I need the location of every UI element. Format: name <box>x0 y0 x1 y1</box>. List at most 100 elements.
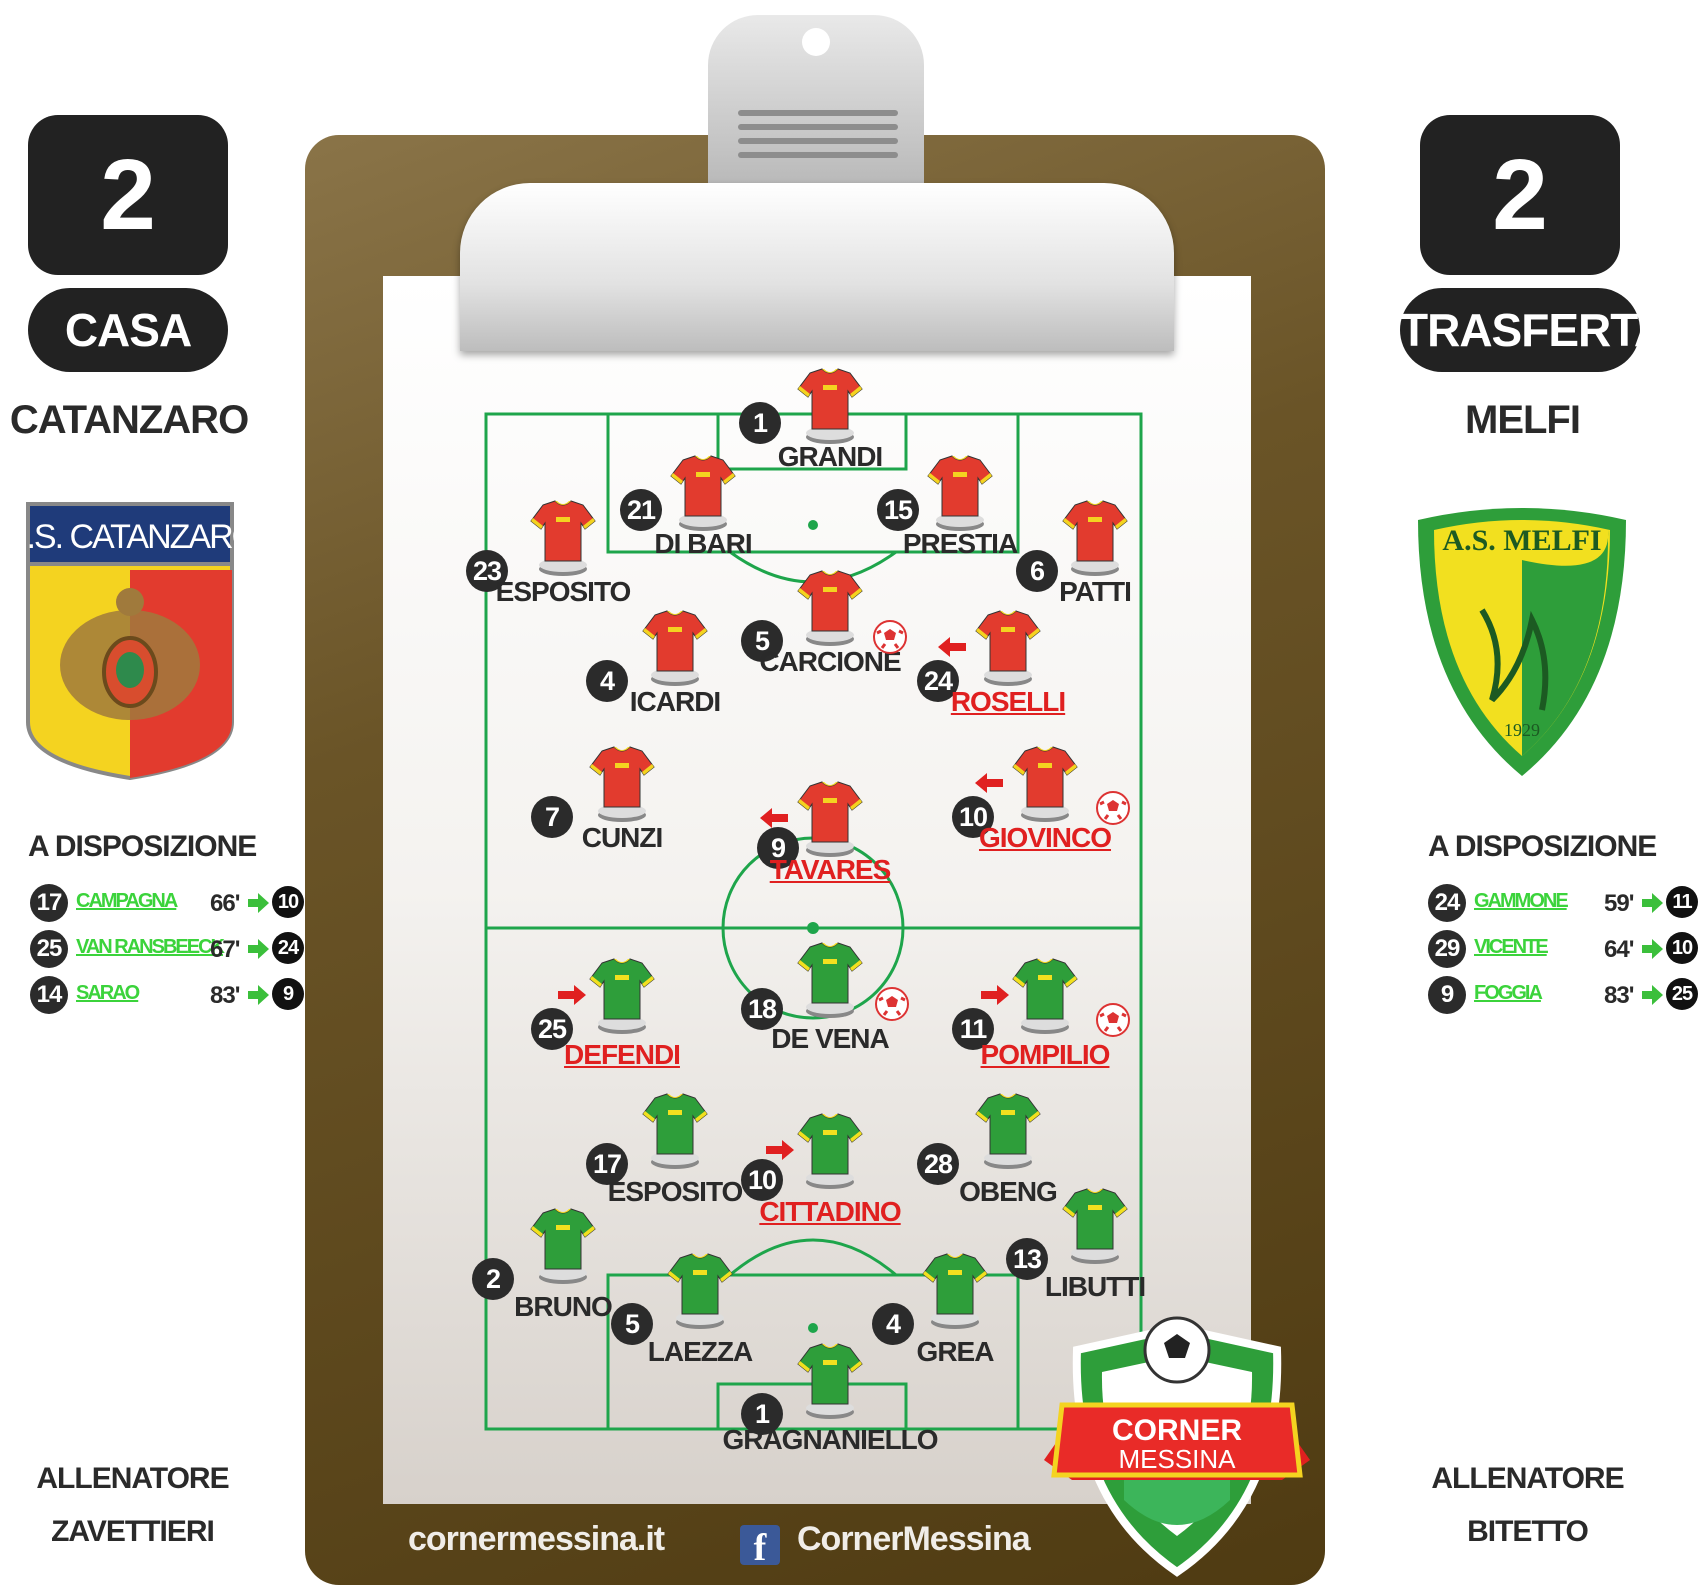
sub-name-link[interactable]: VICENTE <box>1474 936 1549 958</box>
away-subs-title: A DISPOSIZIONE <box>1428 830 1657 863</box>
player-name: CARCIONE <box>759 646 901 677</box>
substitution-arrow-icon <box>758 806 790 830</box>
goal-ball-icon <box>874 986 910 1022</box>
sub-minute: 83' <box>210 982 240 1009</box>
home-team-name: CATANZARO <box>9 398 249 442</box>
player-number: 1 <box>741 1393 783 1435</box>
player-name: GRAGNANIELLO <box>722 1424 938 1455</box>
home-score: 2 <box>28 115 228 275</box>
player-name: ROSELLI <box>950 686 1066 717</box>
home-subs-title: A DISPOSIZIONE <box>28 830 257 863</box>
away-shirt-icon <box>921 1252 989 1330</box>
player-name: LAEZZA <box>647 1336 753 1367</box>
sub-minute: 67' <box>210 936 240 963</box>
player-number: 2 <box>472 1258 514 1300</box>
player-number: 6 <box>1016 550 1058 592</box>
player-name: GREA <box>916 1336 995 1367</box>
sub-number: 24 <box>1428 884 1466 922</box>
player-name: DI BARI <box>654 528 752 559</box>
home-shirt-icon <box>1011 745 1079 823</box>
player-number: 15 <box>877 489 919 531</box>
replaced-player-number: 25 <box>1666 978 1698 1010</box>
home-shirt-icon <box>669 454 737 532</box>
green-arrow-icon <box>246 892 270 914</box>
home-shirt-icon <box>1061 499 1129 577</box>
player-number: 28 <box>917 1143 959 1185</box>
substitution-arrow-icon <box>979 983 1011 1007</box>
goal-ball-icon <box>1095 790 1131 826</box>
player-number: 10 <box>741 1159 783 1201</box>
svg-text:1929: 1929 <box>1504 720 1540 740</box>
footer-facebook[interactable]: CornerMessina <box>797 1520 1031 1558</box>
away-shirt-icon <box>796 941 864 1019</box>
player-name: POMPILIO <box>980 1039 1111 1070</box>
player-name: DEFENDI <box>564 1039 681 1070</box>
footer-website[interactable]: cornermessina.it <box>408 1520 665 1558</box>
home-shirt-icon <box>974 609 1042 687</box>
svg-text:A.S. MELFI: A.S. MELFI <box>1442 524 1601 557</box>
home-shirt-icon <box>796 780 864 858</box>
substitution-arrow-icon <box>556 983 588 1007</box>
sub-row: 9 FOGGIA 83' 25 <box>1428 976 1700 1016</box>
sub-name-link[interactable]: FOGGIA <box>1474 982 1543 1004</box>
svg-text:MESSINA: MESSINA <box>1118 1444 1236 1474</box>
green-arrow-icon <box>1640 892 1664 914</box>
away-team-name: MELFI <box>1465 398 1581 442</box>
player-number: 13 <box>1006 1238 1048 1280</box>
replaced-player-number: 11 <box>1666 886 1698 918</box>
green-arrow-icon <box>1640 938 1664 960</box>
player-name: CUNZI <box>581 822 664 853</box>
away-shirt-icon <box>641 1092 709 1170</box>
away-shirt-icon <box>529 1207 597 1285</box>
away-shirt-icon <box>588 957 656 1035</box>
away-score: 2 <box>1420 115 1620 275</box>
player-name: PRESTIA <box>902 528 1018 559</box>
sub-minute: 83' <box>1604 982 1634 1009</box>
home-coach-name: ZAVETTIERI <box>51 1515 215 1548</box>
sub-name-link[interactable]: CAMPAGNA <box>76 890 178 912</box>
home-tag: CASA <box>28 288 228 372</box>
player-number: 4 <box>872 1303 914 1345</box>
replaced-player-number: 10 <box>1666 932 1698 964</box>
substitution-arrow-icon <box>764 1138 796 1162</box>
paper-sheet <box>383 276 1251 1504</box>
catanzaro-crest-icon: U.S. CATANZARO <box>4 502 259 781</box>
sub-name-link[interactable]: VAN RANSBEECK <box>76 936 225 958</box>
green-arrow-icon <box>246 938 270 960</box>
player-name: PATTI <box>1059 576 1132 607</box>
player-name: TAVARES <box>769 854 892 885</box>
player-name: DE VENA <box>771 1023 889 1054</box>
player-number: 9 <box>757 827 799 869</box>
sub-minute: 64' <box>1604 936 1634 963</box>
replaced-player-number: 24 <box>272 932 304 964</box>
player-number: 1 <box>739 402 781 444</box>
player-number: 18 <box>741 988 783 1030</box>
sub-number: 14 <box>30 976 68 1014</box>
replaced-player-number: 9 <box>272 978 304 1010</box>
goal-ball-icon <box>1095 1002 1131 1038</box>
sub-number: 9 <box>1428 976 1466 1014</box>
green-arrow-icon <box>246 984 270 1006</box>
home-shirt-icon <box>588 745 656 823</box>
clip-ridge <box>738 138 898 144</box>
facebook-icon[interactable]: f <box>740 1525 780 1569</box>
away-crest: A.S. MELFI 1929 <box>1412 500 1632 780</box>
player-number: 17 <box>586 1143 628 1185</box>
substitution-arrow-icon <box>973 771 1005 795</box>
away-shirt-icon <box>666 1252 734 1330</box>
player-number: 23 <box>466 550 508 592</box>
sub-name-link[interactable]: SARAO <box>76 982 140 1004</box>
svg-text:U.S. CATANZARO: U.S. CATANZARO <box>24 518 236 556</box>
away-coach-label: ALLENATORE <box>1431 1462 1624 1495</box>
svg-text:CORNER: CORNER <box>1112 1414 1242 1447</box>
away-shirt-icon <box>1061 1187 1129 1265</box>
sub-row: 14 SARAO 83' 9 <box>30 976 306 1016</box>
player-name: BRUNO <box>514 1291 613 1322</box>
sub-name-link[interactable]: GAMMONE <box>1474 890 1569 912</box>
away-tag: TRASFERTA <box>1400 288 1667 372</box>
home-shirt-icon <box>641 609 709 687</box>
player-name: OBENG <box>959 1176 1058 1207</box>
home-shirt-icon <box>529 499 597 577</box>
